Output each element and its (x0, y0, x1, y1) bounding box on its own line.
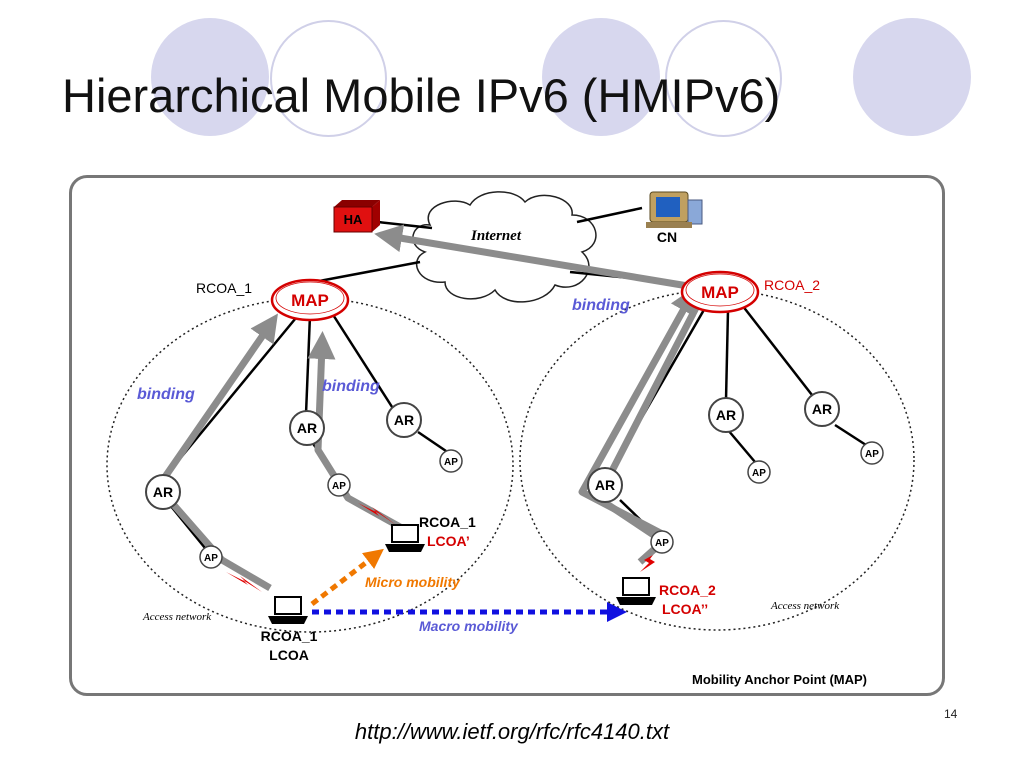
ar-label: AR (595, 477, 615, 493)
ap-label: AP (204, 553, 218, 564)
binding-label-left: binding (137, 386, 195, 403)
rcoa2-label-top: RCOA_2 (764, 277, 820, 293)
slide-number: 14 (944, 707, 958, 721)
decor-circle-4 (665, 20, 782, 137)
map-label-right: MAP (701, 283, 739, 302)
rcoa1-label-node1: RCOA_1 (261, 628, 318, 644)
rcoa1-label-node2: RCOA_1 (419, 514, 476, 530)
map-label-left: MAP (291, 291, 329, 310)
ha-label: HA (344, 212, 363, 227)
ap-node-2: AP (327, 473, 351, 497)
ar-node-5: AR (804, 391, 840, 427)
micro-mobility-label: Micro mobility (365, 574, 461, 590)
decor-circle-1 (151, 18, 269, 136)
decor-circle-5 (853, 18, 971, 136)
decor-circle-2 (270, 20, 387, 137)
ar-node-6: AR (587, 467, 623, 503)
ap-node-6: AP (650, 530, 674, 554)
map-node-right: MAP (680, 270, 760, 314)
mobile-node-laptop-1 (268, 596, 308, 624)
ar-label: AR (716, 407, 736, 423)
access-network-label-right: Access network (770, 600, 840, 612)
slide-title: Hierarchical Mobile IPv6 (HMIPv6) (62, 69, 781, 122)
internet-label: Internet (470, 228, 522, 244)
lcoa-double-prime-label: LCOA’’ (662, 601, 708, 617)
lcoa-prime-label: LCOA’ (427, 533, 470, 549)
ap-node-4: AP (747, 460, 771, 484)
rcoa2-label-node3: RCOA_2 (659, 582, 716, 598)
binding-label-middle: binding (322, 378, 380, 395)
internet-cloud (412, 191, 597, 303)
map-node-left: MAP (270, 278, 350, 322)
ar-node-1: AR (145, 474, 181, 510)
ar-node-3: AR (386, 402, 422, 438)
ar-label: AR (153, 484, 173, 500)
ap-node-1: AP (199, 545, 223, 569)
ap-label: AP (332, 481, 346, 492)
ap-label: AP (752, 468, 766, 479)
ap-node-5: AP (860, 441, 884, 465)
ar-label: AR (812, 401, 832, 417)
diagram-frame (69, 175, 945, 696)
ar-node-4: AR (708, 397, 744, 433)
ar-label: AR (394, 412, 414, 428)
binding-label-right: binding (572, 297, 630, 314)
home-agent-box: HA (333, 200, 380, 233)
decor-circle-3 (542, 18, 660, 136)
micro-mobility-arrow (310, 548, 384, 606)
access-network-right (519, 289, 915, 631)
ar-node-2: AR (289, 410, 325, 446)
access-network-label-left: Access network (142, 611, 212, 623)
correspondent-node-computer: CN (646, 191, 703, 245)
ar-label: AR (297, 420, 317, 436)
ap-node-3: AP (439, 449, 463, 473)
ap-label: AP (444, 457, 458, 468)
mobile-node-laptop-3 (616, 577, 656, 605)
wireless-links (226, 503, 655, 592)
mobile-node-laptop-2 (385, 524, 425, 552)
access-network-left (106, 297, 514, 633)
ap-label: AP (655, 538, 669, 549)
lcoa-label-node1: LCOA (269, 647, 309, 663)
cn-label: CN (657, 229, 677, 245)
macro-mobility-label: Macro mobility (419, 618, 519, 634)
legend-caption: Mobility Anchor Point (MAP) (692, 672, 867, 687)
footer-url: http://www.ietf.org/rfc/rfc4140.txt (354, 719, 670, 744)
ap-label: AP (865, 449, 879, 460)
rcoa1-label-top: RCOA_1 (196, 280, 252, 296)
